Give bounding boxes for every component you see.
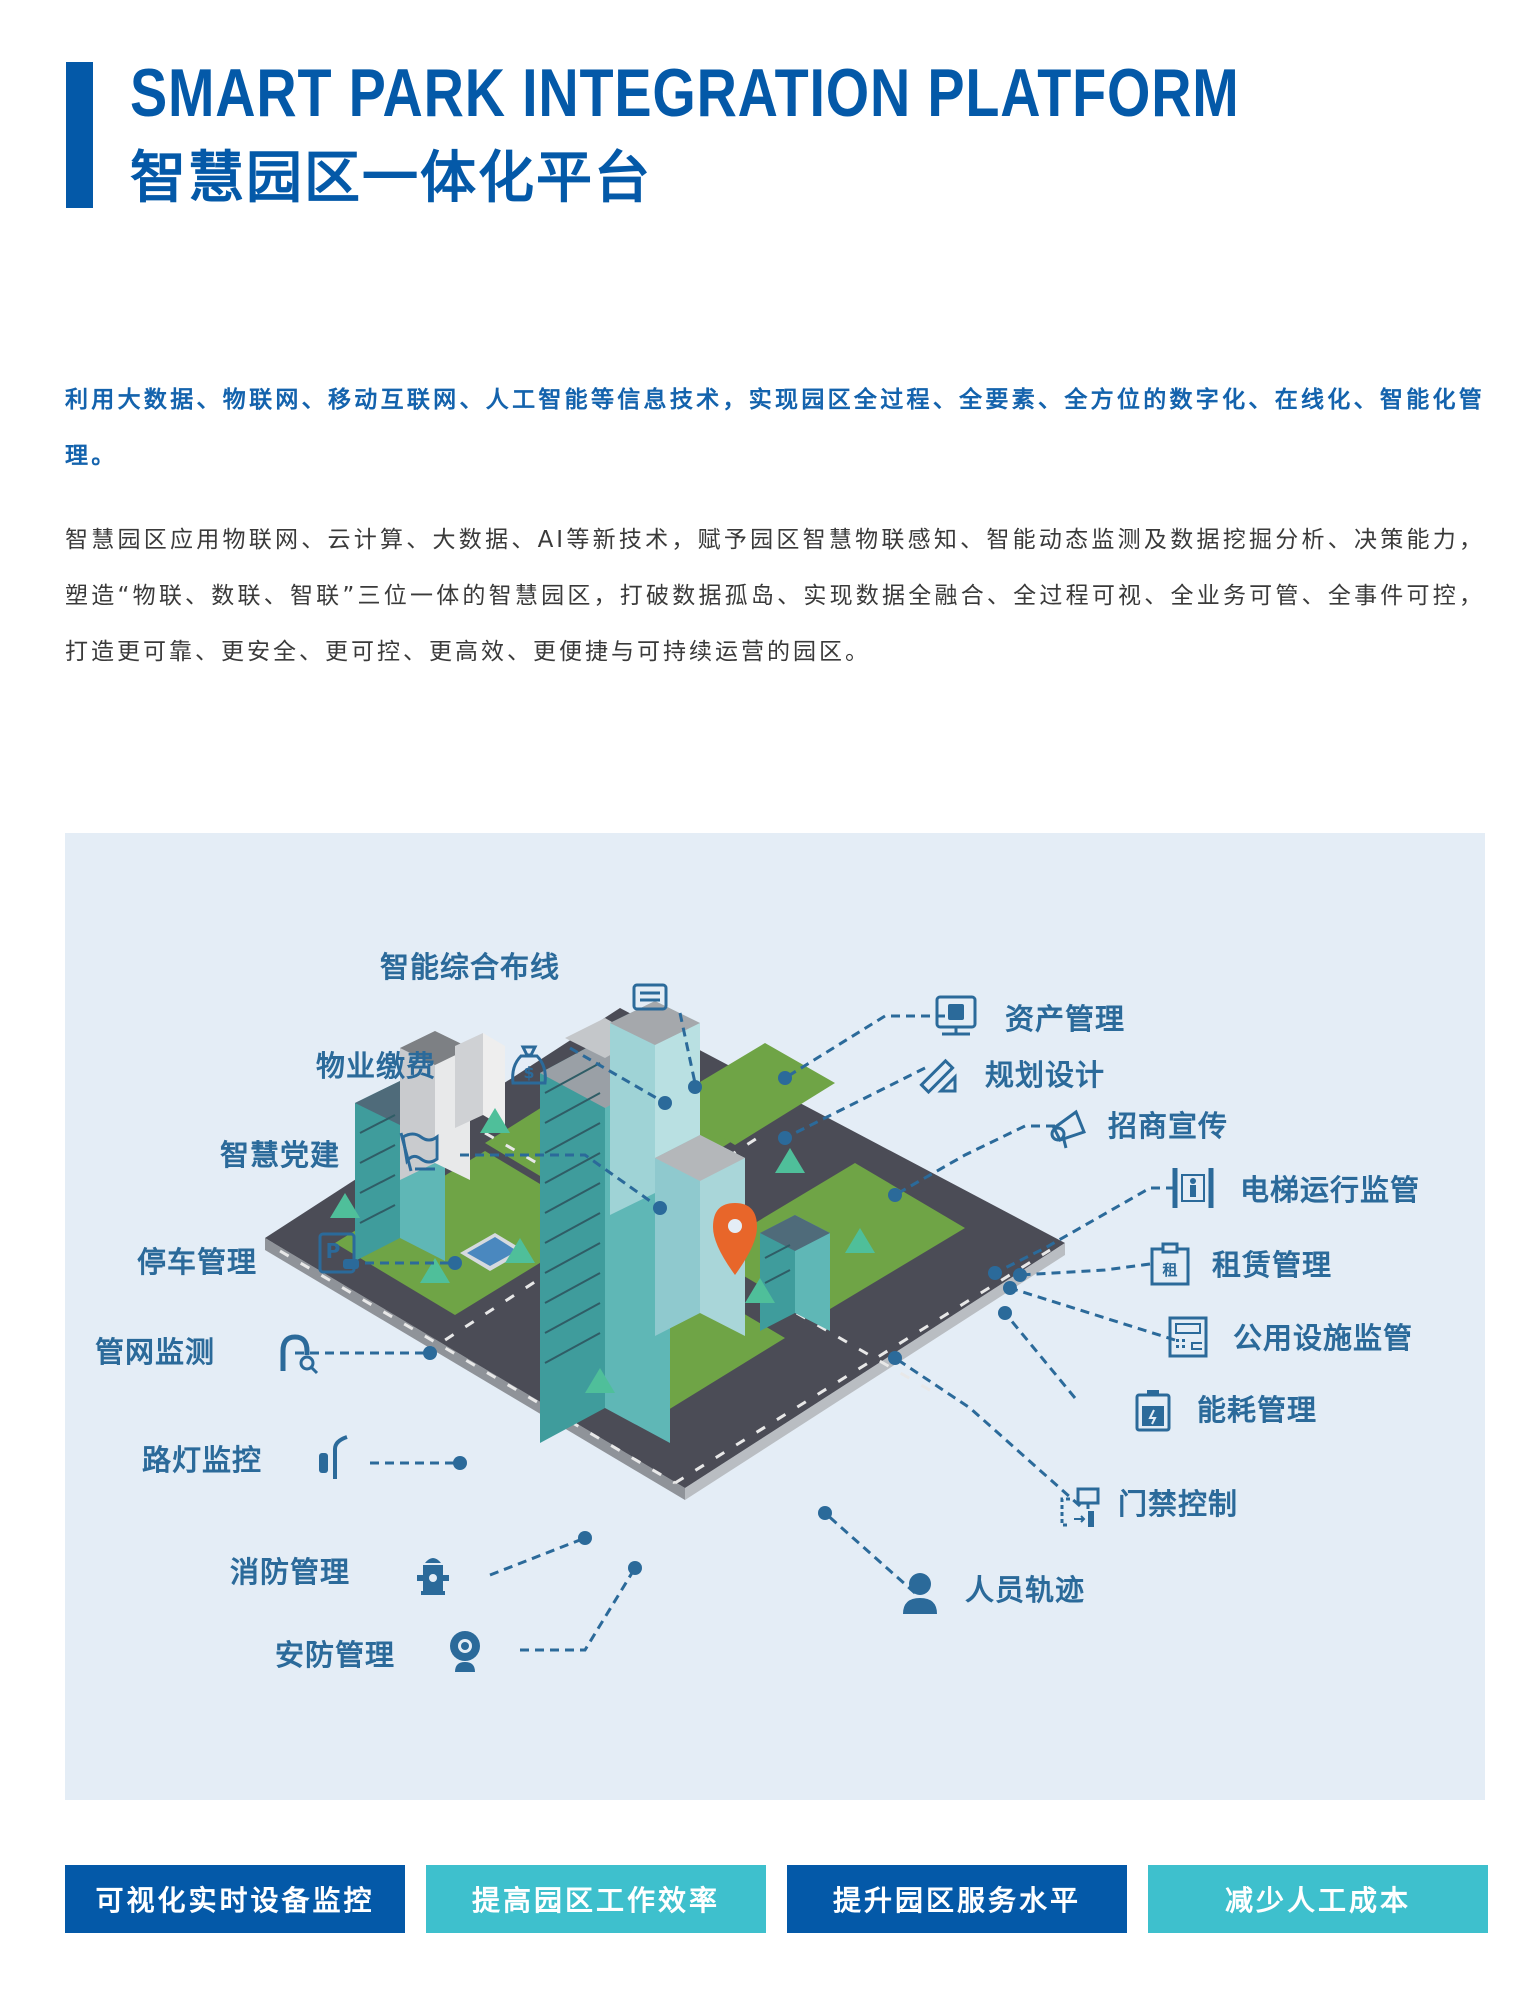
label-energy-management: 能耗管理 — [1197, 1393, 1318, 1427]
label-smart-cabling: 智能综合布线 — [380, 950, 561, 984]
label-personnel-tracking: 人员轨迹 — [965, 1573, 1086, 1607]
money-bag-icon: $ — [511, 1045, 547, 1085]
page-title-english: SMART PARK INTEGRATION PLATFORM — [130, 55, 1240, 131]
label-elevator-monitoring: 电梯运行监管 — [1240, 1173, 1421, 1207]
asset-monitor-icon — [935, 995, 977, 1036]
smart-park-illustration: 智能综合布线 物业缴费 $ 智慧党建 停车管理 P 管网监测 路灯监控 消防管理… — [65, 833, 1485, 1800]
body-paragraph: 智慧园区应用物联网、云计算、大数据、AI等新技术，赋予园区智慧物联感知、智能动态… — [65, 527, 1485, 665]
svg-text:P: P — [326, 1239, 341, 1263]
benefit-improve-park-service: 提升园区服务水平 — [787, 1865, 1127, 1933]
benefit-improve-park-efficiency: 提高园区工作效率 — [426, 1865, 766, 1933]
title-accent-bar — [66, 62, 93, 208]
label-fire-management: 消防管理 — [230, 1555, 351, 1589]
battery-icon — [1135, 1390, 1171, 1432]
intro-paragraph: 利用大数据、物联网、移动互联网、人工智能等信息技术，实现园区全过程、全要素、全方… — [65, 387, 1485, 469]
label-street-light-monitoring: 路灯监控 — [142, 1443, 263, 1477]
label-lease-management: 租赁管理 — [1212, 1248, 1333, 1282]
person-icon — [903, 1573, 937, 1614]
label-asset-management: 资产管理 — [1005, 1002, 1126, 1036]
svg-text:租: 租 — [1162, 1261, 1177, 1279]
cabling-icon — [632, 983, 668, 1011]
label-property-fee: 物业缴费 — [316, 1049, 437, 1083]
security-camera-icon — [450, 1631, 480, 1672]
party-flag-icon — [399, 1132, 439, 1172]
ruler-triangle-icon — [919, 1058, 957, 1095]
label-investment-promotion: 招商宣传 — [1108, 1109, 1229, 1143]
label-planning-design: 规划设计 — [985, 1058, 1106, 1092]
label-public-facility-monitoring: 公用设施监管 — [1233, 1321, 1414, 1355]
pipe-inspect-icon — [280, 1334, 319, 1375]
access-control-icon — [1060, 1487, 1100, 1527]
svg-text:$: $ — [523, 1063, 534, 1082]
street-lamp-icon — [319, 1435, 348, 1479]
label-pipe-network-monitoring: 管网监测 — [95, 1335, 216, 1369]
fire-hydrant-icon — [417, 1558, 449, 1595]
megaphone-icon — [1050, 1109, 1086, 1149]
benefit-realtime-device-monitoring: 可视化实时设备监控 — [65, 1865, 405, 1933]
label-access-control: 门禁控制 — [1118, 1487, 1239, 1521]
label-parking: 停车管理 — [137, 1245, 258, 1279]
isometric-park-graphic — [265, 1001, 1176, 1652]
page-title-chinese: 智慧园区一体化平台 — [130, 146, 652, 211]
benefit-reduce-labor-cost: 减少人工成本 — [1148, 1865, 1488, 1933]
label-smart-party-building: 智慧党建 — [220, 1138, 341, 1172]
elevator-icon — [1172, 1168, 1214, 1208]
lease-clipboard-icon: 租 — [1150, 1242, 1190, 1286]
utility-panel-icon — [1168, 1316, 1208, 1358]
label-security-management: 安防管理 — [275, 1638, 396, 1672]
parking-icon: P — [318, 1232, 359, 1274]
